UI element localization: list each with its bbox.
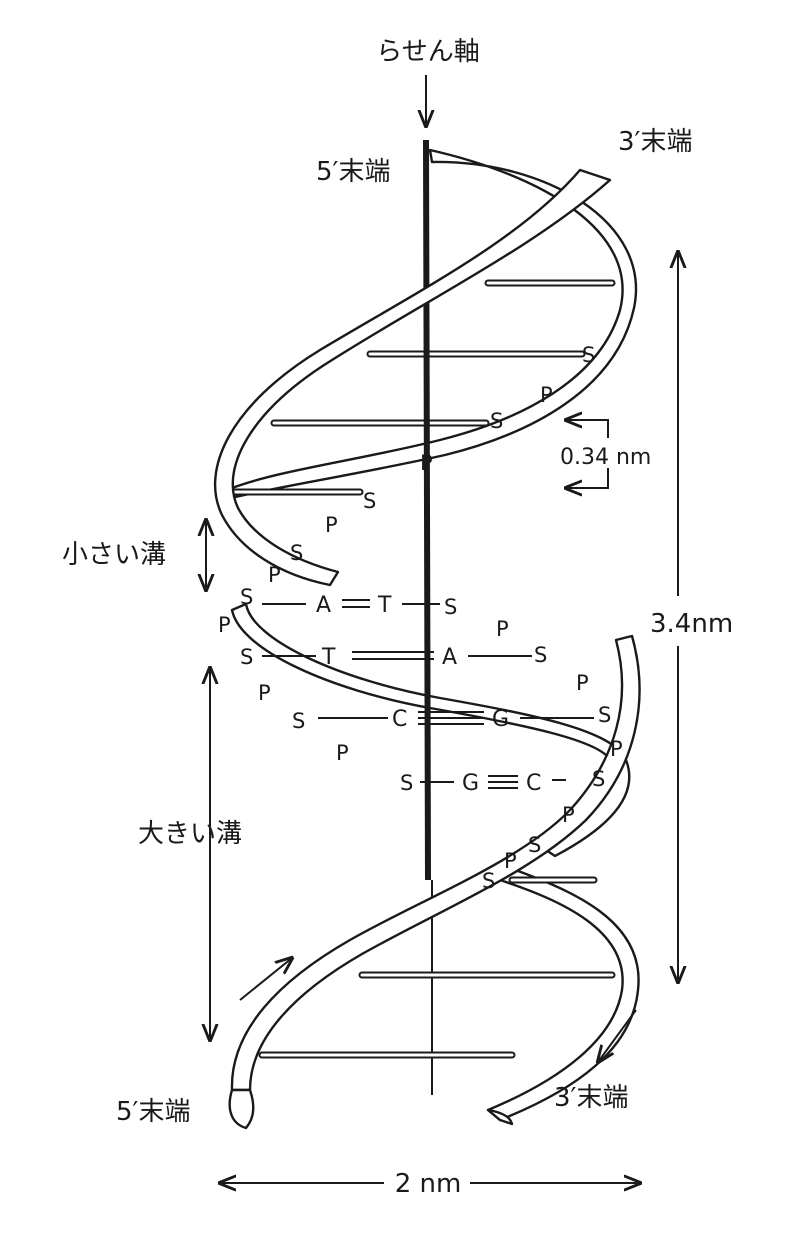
phosphate-label: P [610,737,623,761]
sugar-label: S [528,833,541,857]
base-label: T [377,593,392,618]
phosphate-label: P [336,741,349,765]
upper-backbone-labels: S P S P S P S P S P S P S P S [218,343,595,795]
pitch-label: 3.4nm [650,609,733,639]
sugar-label: S [534,643,547,667]
back-strand-end [486,1108,514,1126]
phosphate-label: P [504,849,517,873]
base-pair-rungs [222,279,616,1059]
base-label: C [392,707,407,732]
base-pair-row: T A [262,645,532,670]
phosphate-label: P [562,803,575,827]
sugar-label: S [400,771,413,795]
base-label: G [492,707,509,732]
base-pair-row: G C [420,771,566,796]
phosphate-label: P [576,671,589,695]
phosphate-label: P [268,563,281,587]
phosphate-label: P [540,383,553,407]
minor-groove-label: 小さい溝 [62,540,166,570]
back-strand-middle [230,602,631,858]
base-label: C [526,771,541,796]
sugar-label: S [363,489,376,513]
sugar-label: S [240,645,253,669]
base-label: G [462,771,479,796]
sugar-label: S [292,709,305,733]
base-label: A [442,645,457,670]
rise-bracket-bottom [566,468,609,488]
right-backbone-labels: S P S P S P S P S P S [444,595,623,893]
helix-axis-label: らせん軸 [376,37,479,67]
diameter-label: 2 nm [395,1169,462,1199]
front-strand-bottom-twist [228,1088,255,1130]
sugar-label: S [240,585,253,609]
phosphate-label: P [258,681,271,705]
base-label: T [321,645,336,670]
three-prime-end-top-label: 3′末端 [618,127,692,157]
sugar-label: S [592,767,605,791]
base-pair-row: A T [262,593,440,618]
strand-direction-arrow [239,958,292,1001]
major-groove-label: 大きい溝 [138,819,242,849]
five-prime-end-top-label: 5′末端 [316,157,390,187]
five-prime-end-bottom-label: 5′末端 [116,1097,190,1127]
strand-direction-arrow [598,1009,637,1062]
phosphate-label: P [420,451,433,475]
sugar-label: S [444,595,457,619]
rise-bracket-top [566,420,609,438]
three-prime-end-bottom-label: 3′末端 [554,1083,628,1113]
sugar-label: S [582,343,595,367]
helix-axis [423,139,431,881]
phosphate-label: P [496,617,509,641]
sugar-label: S [290,541,303,565]
sugar-label: S [598,703,611,727]
phosphate-label: P [325,513,338,537]
base-label: A [316,593,331,618]
front-strand-upper [213,168,612,587]
phosphate-label: P [218,613,231,637]
base-pair-row: C G [318,707,594,732]
sugar-label: S [482,869,495,893]
rise-label: 0.34 nm [560,445,651,470]
sugar-label: S [490,409,503,433]
